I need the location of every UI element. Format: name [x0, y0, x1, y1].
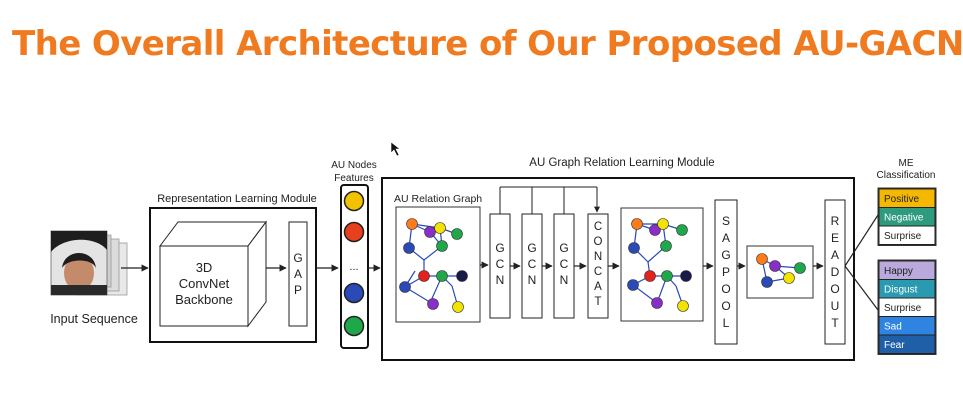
svg-text:L: L [723, 316, 730, 330]
svg-text:T: T [594, 296, 601, 308]
svg-text:N: N [496, 273, 505, 287]
svg-text:O: O [594, 236, 603, 248]
au-nodes-ellipsis: ... [349, 261, 358, 273]
svg-text:N: N [594, 251, 602, 263]
classification-label: Fear [884, 340, 905, 351]
readout-block [824, 199, 846, 345]
svg-text:G: G [721, 248, 730, 262]
svg-text:A: A [831, 248, 839, 262]
graph-module-box [381, 177, 855, 361]
au-node-circle [343, 282, 365, 304]
au-node-circle [343, 315, 365, 337]
au-nodes-label-1: AU Nodes [331, 160, 377, 171]
classification-label: Disgust [884, 285, 918, 296]
sagpool-letters: S A G P O O L [721, 214, 730, 330]
svg-text:G: G [495, 241, 504, 255]
au-nodes-label-2: Features [334, 173, 373, 184]
gap-block [288, 221, 308, 327]
svg-text:C: C [528, 257, 537, 271]
classification-label: Happy [884, 266, 913, 277]
svg-text:A: A [294, 267, 302, 281]
svg-text:U: U [831, 299, 840, 313]
classification-label: Surprise [884, 231, 922, 242]
svg-text:C: C [560, 257, 569, 271]
au-node-circle [343, 190, 365, 212]
concat-letters: C O N C A T [594, 221, 603, 308]
convnet-backbone-cube: 3D ConvNet Backbone [159, 220, 267, 328]
input-sequence [50, 230, 128, 296]
svg-text:E: E [831, 231, 839, 245]
svg-text:A: A [594, 281, 602, 293]
output-branches [844, 214, 879, 311]
svg-text:N: N [528, 273, 537, 287]
gcn-1-letters: G C N [495, 241, 504, 287]
svg-text:A: A [722, 231, 730, 245]
classification-box [878, 225, 936, 245]
readout-letters: R E A D O U T [830, 214, 839, 330]
relation-graph-label: AU Relation Graph [394, 193, 482, 205]
svg-text:G: G [527, 241, 536, 255]
classification-label: Sad [884, 322, 902, 333]
me-classification-label-1: ME [899, 158, 914, 169]
svg-text:G: G [559, 241, 568, 255]
representation-module-box [149, 207, 317, 343]
input-sequence-label: Input Sequence [50, 312, 138, 326]
svg-text:O: O [721, 299, 730, 313]
svg-text:N: N [560, 273, 569, 287]
svg-text:P: P [294, 283, 302, 297]
pooled-graph-nodes [756, 253, 806, 288]
svg-text:G: G [293, 251, 302, 265]
slide-title: The Overall Architecture of Our Proposed… [12, 24, 963, 64]
svg-text:D: D [831, 265, 840, 279]
svg-text:P: P [722, 265, 730, 279]
svg-text:O: O [830, 282, 839, 296]
classification-label: Surprise [884, 303, 922, 314]
gcn-2-letters: G C N [527, 241, 536, 287]
gap-letters: G A P [293, 251, 302, 297]
au-node-circles [343, 190, 365, 337]
gcn-3-letters: G C N [559, 241, 568, 287]
backbone-line-1: 3D [196, 260, 213, 275]
svg-text:R: R [831, 214, 840, 228]
classification-label: Negative [884, 213, 924, 224]
classification-group-border [877, 187, 937, 246]
au-node-circle [343, 221, 365, 243]
svg-text:C: C [594, 266, 602, 278]
me-classification-label-2: Classification [877, 170, 936, 181]
backbone-line-3: Backbone [175, 292, 233, 307]
classification-box [878, 334, 936, 354]
svg-text:T: T [831, 316, 839, 330]
backbone-line-2: ConvNet [179, 276, 230, 291]
relation-graph-nodes [399, 218, 468, 313]
classification-group-border [877, 259, 937, 355]
svg-text:O: O [721, 282, 730, 296]
svg-text:C: C [496, 257, 505, 271]
svg-text:S: S [722, 214, 730, 228]
representation-module-label: Representation Learning Module [157, 193, 317, 205]
mouse-cursor-icon [390, 141, 401, 157]
updated-graph-nodes [627, 218, 692, 312]
skip-connections [499, 186, 600, 214]
graph-module-label: AU Graph Relation Learning Module [529, 157, 714, 169]
sagpool-block [714, 199, 738, 345]
classification-label: Positive [884, 194, 919, 205]
face-thumbnail [50, 230, 108, 296]
svg-text:C: C [594, 221, 602, 233]
